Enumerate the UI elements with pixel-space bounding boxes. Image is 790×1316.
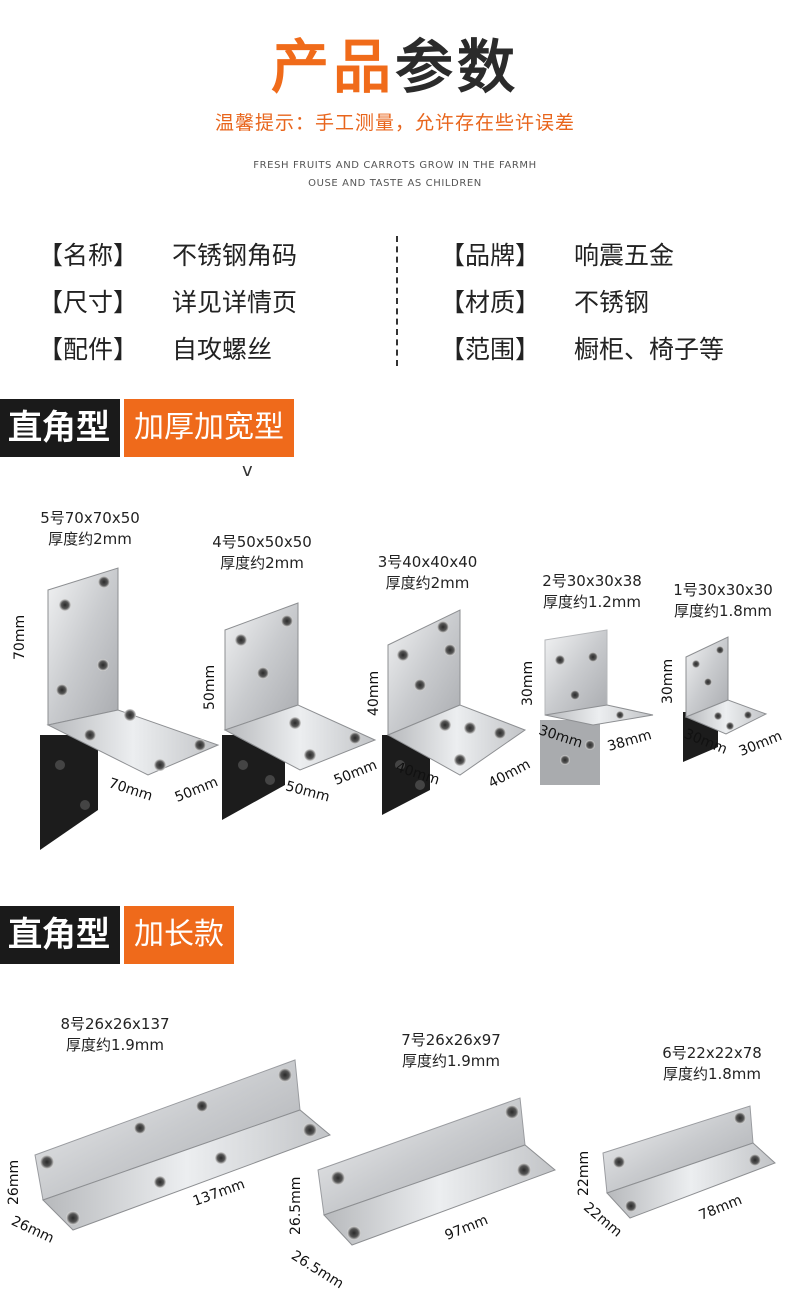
param-size: 【尺寸】 详见详情页 bbox=[38, 283, 297, 319]
param-value: 橱柜、椅子等 bbox=[574, 335, 725, 364]
param-value: 响震五金 bbox=[574, 241, 675, 270]
product-4-bracket-image bbox=[222, 602, 377, 820]
tagline-line-1: FRESH FRUITS AND CARROTS GROW IN THE FAR… bbox=[253, 160, 537, 171]
section-banner-extended: 直角型 加长款 bbox=[0, 906, 234, 964]
param-key: 【配件】 bbox=[38, 335, 139, 364]
param-key: 【范围】 bbox=[440, 335, 541, 364]
banner-orange-label: 加厚加宽型 bbox=[124, 399, 294, 457]
product-6-bracket-image bbox=[602, 1105, 776, 1219]
param-brand: 【品牌】 响震五金 bbox=[440, 236, 674, 272]
dim-label: 50mm bbox=[202, 664, 218, 710]
product-model: 7号26x26x97 bbox=[401, 1031, 501, 1049]
product-7-caption: 7号26x26x97 厚度约1.9mm bbox=[386, 1030, 516, 1072]
product-8-bracket-image bbox=[34, 1059, 331, 1231]
product-5-caption: 5号70x70x50 厚度约2mm bbox=[30, 508, 150, 550]
param-value: 自攻螺丝 bbox=[172, 335, 273, 364]
product-2-caption: 2号30x30x38 厚度约1.2mm bbox=[532, 571, 652, 613]
product-thickness: 厚度约1.9mm bbox=[401, 1052, 501, 1070]
tagline-line-2: OUSE AND TASTE AS CHILDREN bbox=[308, 178, 482, 189]
product-thickness: 厚度约1.2mm bbox=[542, 593, 642, 611]
param-value: 不锈钢 bbox=[574, 288, 650, 317]
title-part-1: 产品 bbox=[270, 33, 395, 101]
banner-dark-label: 直角型 bbox=[0, 399, 120, 457]
product-thickness: 厚度约2mm bbox=[48, 530, 132, 548]
dim-label: 26.5mm bbox=[288, 1247, 347, 1293]
dim-label: 40mm bbox=[366, 670, 382, 716]
param-name: 【名称】 不锈钢角码 bbox=[38, 236, 297, 272]
product-thickness: 厚度约1.8mm bbox=[662, 1065, 762, 1083]
product-5-bracket-image bbox=[40, 567, 220, 850]
param-key: 【材质】 bbox=[440, 288, 541, 317]
product-model: 4号50x50x50 bbox=[212, 533, 312, 551]
param-key: 【尺寸】 bbox=[38, 288, 139, 317]
product-2-bracket-image bbox=[540, 629, 654, 785]
title-part-2: 参数 bbox=[395, 33, 520, 101]
dim-label: 30mm bbox=[520, 660, 536, 706]
param-value: 不锈钢角码 bbox=[172, 241, 298, 270]
dim-label: 26.5mm bbox=[288, 1176, 304, 1235]
param-key: 【名称】 bbox=[38, 241, 139, 270]
product-3-caption: 3号40x40x40 厚度约2mm bbox=[370, 552, 485, 594]
banner-orange-label: 加长款 bbox=[124, 906, 234, 964]
banner-dark-label: 直角型 bbox=[0, 906, 120, 964]
param-material: 【材质】 不锈钢 bbox=[440, 283, 649, 319]
stray-mark: v bbox=[242, 460, 253, 481]
dim-label: 70mm bbox=[12, 614, 28, 660]
param-value: 详见详情页 bbox=[172, 288, 298, 317]
product-model: 8号26x26x137 bbox=[60, 1015, 170, 1033]
product-thickness: 厚度约2mm bbox=[220, 554, 304, 572]
dim-label: 30mm bbox=[660, 658, 676, 704]
product-6-caption: 6号22x22x78 厚度约1.8mm bbox=[652, 1043, 772, 1085]
page-title: 产品参数 bbox=[0, 20, 790, 104]
param-range: 【范围】 橱柜、椅子等 bbox=[440, 330, 724, 366]
product-thickness: 厚度约1.8mm bbox=[673, 602, 773, 620]
param-accessory: 【配件】 自攻螺丝 bbox=[38, 330, 272, 366]
product-model: 6号22x22x78 bbox=[662, 1044, 762, 1062]
product-1-bracket-image bbox=[683, 636, 768, 762]
product-thickness: 厚度约1.9mm bbox=[65, 1036, 165, 1054]
product-model: 5号70x70x50 bbox=[40, 509, 140, 527]
product-3-bracket-image bbox=[382, 609, 527, 815]
product-4-caption: 4号50x50x50 厚度约2mm bbox=[202, 532, 322, 574]
dim-label: 22mm bbox=[576, 1150, 592, 1196]
product-1-caption: 1号30x30x30 厚度约1.8mm bbox=[668, 580, 778, 622]
product-7-bracket-image bbox=[317, 1097, 556, 1246]
product-thickness: 厚度约2mm bbox=[385, 574, 470, 592]
product-model: 1号30x30x30 bbox=[673, 581, 773, 599]
product-model: 3号40x40x40 bbox=[377, 553, 478, 571]
param-divider bbox=[396, 236, 398, 366]
product-model: 2号30x30x38 bbox=[542, 572, 642, 590]
dim-label: 26mm bbox=[6, 1159, 22, 1205]
product-8-caption: 8号26x26x137 厚度约1.9mm bbox=[50, 1014, 180, 1056]
param-key: 【品牌】 bbox=[440, 241, 541, 270]
section-banner-thick-wide: 直角型 加厚加宽型 bbox=[0, 399, 294, 457]
measurement-tip: 温馨提示：手工测量，允许存在些许误差 bbox=[214, 112, 575, 134]
